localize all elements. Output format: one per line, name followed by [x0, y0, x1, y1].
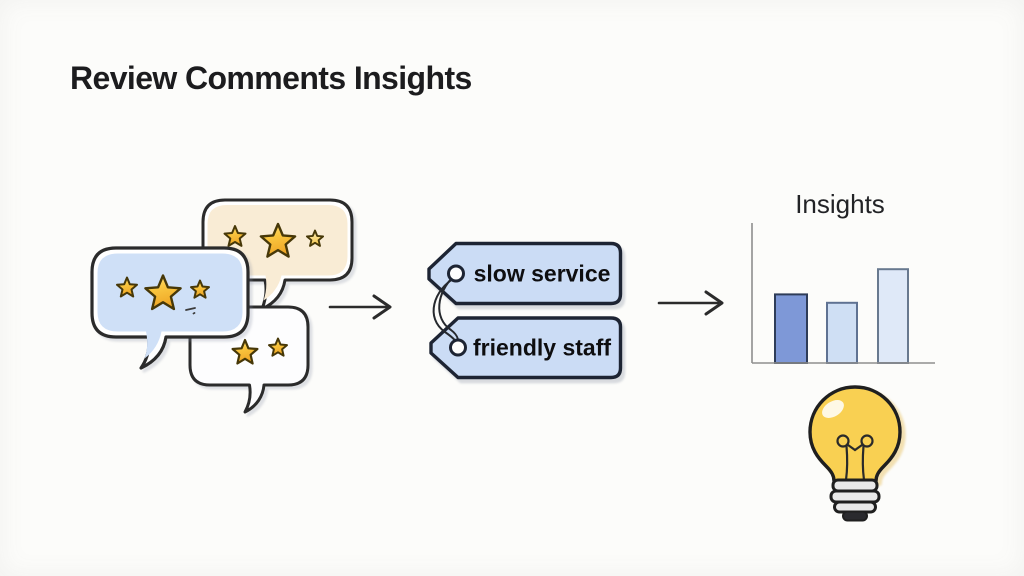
bulb-highlight [822, 400, 844, 418]
keyword-tags-illustration: slow service friendly staff [427, 241, 623, 380]
bulb-glass [808, 385, 902, 483]
star-icon [116, 276, 138, 298]
lightbulb-icon [808, 385, 902, 522]
bulb-tip [842, 510, 868, 522]
insight-bar-3 [877, 268, 909, 364]
arrow-right-icon [657, 290, 724, 316]
tag-friendly-staff [429, 316, 623, 380]
insight-bar-1 [774, 293, 808, 364]
chart-axes [751, 223, 935, 364]
review-bubbles-illustration [90, 198, 354, 414]
chart-title: Insights [795, 189, 885, 219]
page-title: Review Comments Insights [70, 60, 472, 96]
tag-label-slow-service: slow service [474, 261, 611, 287]
star-icon [231, 338, 259, 365]
speech-bubble-blue [90, 246, 250, 370]
insight-bar-2 [826, 301, 858, 365]
tag-hole [447, 264, 465, 283]
tag-hole [449, 338, 467, 357]
star-icon [268, 337, 288, 357]
star-icon [144, 274, 182, 311]
star-icon [259, 222, 297, 258]
bulb-base [829, 478, 881, 514]
star-icon [223, 225, 247, 247]
insights-bar-chart: Insights [751, 189, 935, 365]
star-icon [190, 279, 210, 299]
chart-bars [774, 268, 909, 365]
tag-slow-service [427, 241, 623, 306]
speech-bubble-cream [201, 198, 354, 311]
arrow-right-icon [328, 294, 392, 320]
star-icon [305, 229, 325, 247]
bulb-filament [836, 434, 874, 482]
sketch-tick-mark [185, 307, 196, 315]
tag-label-friendly-staff: friendly staff [473, 335, 611, 361]
